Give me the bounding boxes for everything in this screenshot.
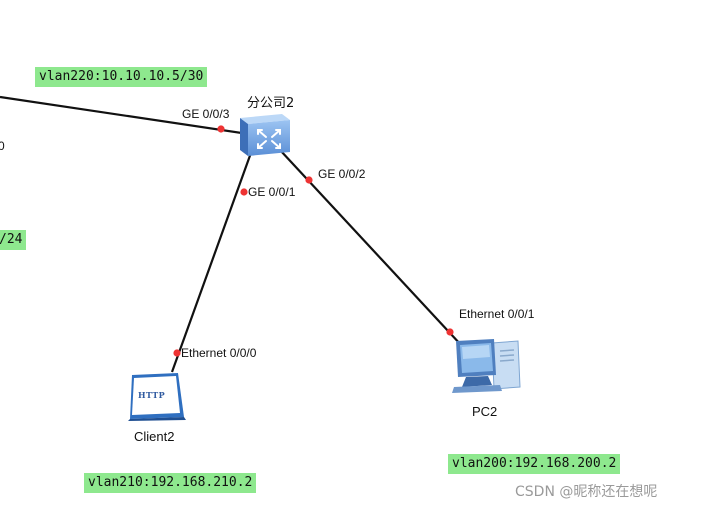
pc-icon[interactable] [452,335,522,397]
csdn-watermark: CSDN @昵称还在想呢 [515,484,658,500]
port-dot-ge001 [240,188,248,196]
left-partial-port-label: 0 [0,139,5,153]
pc-name-label: PC2 [472,404,498,419]
port-label-ge001: GE 0/0/1 [248,185,296,199]
port-dot-pc [446,328,454,336]
switch-icon[interactable] [236,110,292,158]
vlan-label-uplink: vlan220:10.10.10.5/30 [35,67,208,87]
port-dot-uplink [217,125,225,133]
client-http-badge: HTTP [138,390,166,400]
vlan-label-left-partial: /24 [0,230,27,250]
port-label-ge003: GE 0/0/3 [182,107,230,121]
vlan-label-pc: vlan200:192.168.200.2 [448,454,621,474]
port-label-pc-eth: Ethernet 0/0/1 [459,307,535,321]
port-label-ge002: GE 0/0/2 [318,167,366,181]
port-dot-ge002 [305,176,313,184]
link-switch-client [170,149,254,373]
switch-name-label: 分公司2 [247,96,295,111]
client-icon[interactable]: HTTP [126,371,188,421]
port-label-client-eth: Ethernet 0/0/0 [181,346,257,360]
vlan-label-client: vlan210:192.168.210.2 [84,473,257,493]
port-dot-client [173,349,181,357]
client-name-label: Client2 [134,429,175,444]
